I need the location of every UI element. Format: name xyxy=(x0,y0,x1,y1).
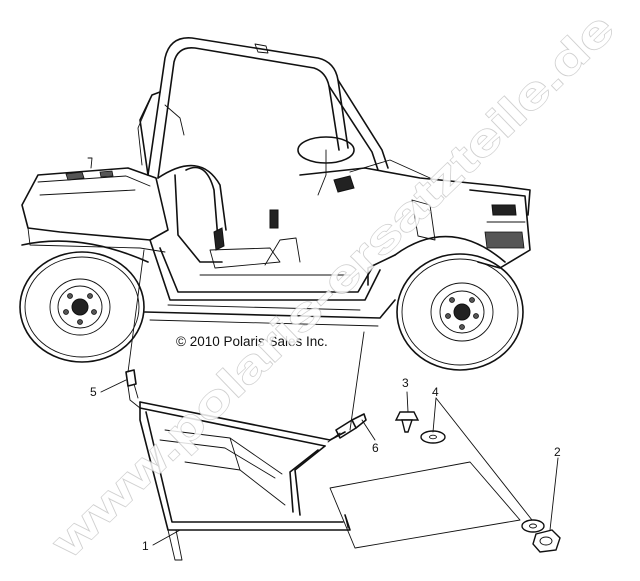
leader-line-6 xyxy=(361,419,376,441)
leader-line-6-vehicle xyxy=(349,331,365,431)
leader-line-3 xyxy=(406,391,409,413)
leader-line-5-vehicle xyxy=(127,249,145,373)
roll-cage xyxy=(137,37,389,231)
part-1-door-frame xyxy=(139,401,351,561)
callout-1: 1 xyxy=(142,539,149,553)
leader-line-4b xyxy=(435,397,533,521)
leader-line-2 xyxy=(549,457,559,531)
part-4-washer-lower xyxy=(521,519,545,533)
callout-labels: 1 2 3 4 5 6 xyxy=(90,376,561,553)
watermark-text: www.polaris-ersatzteile.de xyxy=(42,4,624,568)
part-5-mount xyxy=(125,369,141,409)
front-wheel xyxy=(396,253,524,371)
vehicle-illustration xyxy=(19,37,531,371)
mounting-plane-outline xyxy=(329,461,521,549)
part-3-rivet xyxy=(394,411,420,433)
leader-line-4a xyxy=(432,397,437,433)
rear-wheel xyxy=(19,251,145,363)
part-4-washer-upper xyxy=(420,430,446,444)
callout-2: 2 xyxy=(554,445,561,459)
callout-6: 6 xyxy=(372,441,379,455)
part-2-nut xyxy=(532,529,561,553)
callout-4: 4 xyxy=(432,385,439,399)
copyright-text: © 2010 Polaris Sales Inc. xyxy=(176,334,328,349)
parts-group xyxy=(100,249,561,561)
leader-line-5 xyxy=(100,379,127,393)
callout-3: 3 xyxy=(402,376,409,390)
vehicle-body xyxy=(21,136,531,327)
callout-5: 5 xyxy=(90,385,97,399)
leader-line-1 xyxy=(152,529,181,546)
